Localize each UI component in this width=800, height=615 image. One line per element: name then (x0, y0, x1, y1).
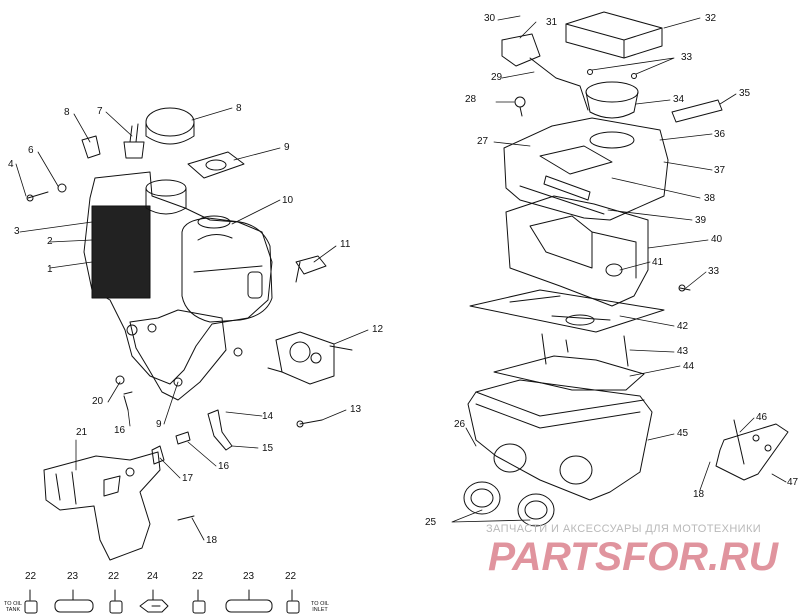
note-to-oil-tank: TO OIL TANK (2, 601, 24, 613)
callout-9-lower: 9 (156, 419, 162, 430)
callout-21: 21 (76, 427, 88, 438)
callout-37: 37 (714, 165, 726, 176)
oil-pump (275, 331, 335, 385)
gasket (187, 151, 245, 179)
callout-24: 24 (147, 571, 159, 582)
callout-22b: 22 (108, 571, 120, 582)
callout-5: 6 (28, 145, 34, 156)
air-silencer-assembly (463, 11, 789, 527)
callout-22a: 22 (25, 571, 37, 582)
callout-42: 42 (677, 321, 689, 332)
callout-43: 43 (677, 346, 689, 357)
callout-28: 28 (465, 94, 477, 105)
callout-32: 32 (705, 13, 717, 24)
callout-35: 35 (739, 88, 751, 99)
note-to-oil-inlet: TO OIL INLET (307, 601, 333, 613)
callout-6: 8 (64, 107, 70, 118)
callout-7: 7 (97, 106, 103, 117)
filler-cap (145, 107, 195, 137)
callout-39: 39 (695, 215, 707, 226)
callout-46: 46 (756, 412, 768, 423)
callout-16a: 16 (114, 425, 126, 436)
airbox-cover (503, 117, 669, 221)
callout-38: 38 (704, 193, 716, 204)
callout-23a: 23 (67, 571, 79, 582)
support-bracket (43, 451, 195, 561)
note-to-oil-tank-line1: TO OIL (4, 601, 22, 607)
callout-41: 41 (652, 257, 664, 268)
intake-boot (463, 481, 501, 515)
watermark-logo: PARTSFOR.RU (488, 535, 779, 578)
callout-14: 14 (262, 411, 274, 422)
oil-tank-assembly (26, 107, 353, 465)
foam-block (565, 11, 663, 59)
watermark-tagline: ЗАПЧАСТИ И АКСЕССУАРЫ ДЛЯ МОТОТЕХНИКИ (486, 523, 762, 535)
callout-11: 11 (340, 239, 351, 250)
callout-3: 3 (14, 226, 20, 237)
callout-33-top: 33 (681, 52, 693, 63)
note-to-oil-tank-line2: TANK (5, 607, 21, 613)
callout-13: 13 (350, 404, 362, 415)
reservoir-bottle (181, 217, 273, 323)
intake-boot (517, 493, 555, 527)
airbox-lower (505, 195, 649, 307)
callout-34: 34 (673, 94, 685, 105)
callout-8: 8 (236, 103, 242, 114)
note-to-oil-inlet-line1: TO OIL (311, 601, 329, 607)
bolt (27, 191, 49, 199)
level-sensor (123, 141, 145, 159)
callout-26: 26 (454, 419, 466, 430)
callout-18a: 18 (206, 535, 218, 546)
callout-25: 25 (425, 517, 437, 528)
callout-4: 4 (8, 159, 14, 170)
callout-12: 12 (372, 324, 384, 335)
callout-15: 15 (262, 443, 274, 454)
note-to-oil-inlet-line2: INLET (312, 607, 328, 613)
callout-30: 30 (484, 13, 496, 24)
svg-text:PARTSFOR.RU: PARTSFOR.RU (488, 535, 779, 578)
hose-kit (24, 589, 300, 614)
callout-17: 17 (182, 473, 194, 484)
washer (57, 183, 67, 193)
fitting (295, 255, 327, 275)
callout-22c: 22 (192, 571, 204, 582)
callout-40: 40 (711, 234, 723, 245)
callout-29: 29 (491, 72, 503, 83)
callout-9: 9 (284, 142, 290, 153)
banjo-fitting (207, 409, 233, 451)
callout-36: 36 (714, 129, 726, 140)
callout-20: 20 (92, 396, 104, 407)
callout-44: 44 (683, 361, 695, 372)
callout-1: 1 (47, 264, 53, 275)
callout-18b: 18 (693, 489, 705, 500)
callout-45: 45 (677, 428, 689, 439)
callout-2: 2 (47, 236, 53, 247)
airbox-base (467, 379, 653, 501)
callout-27: 27 (477, 136, 489, 147)
wire-clip (81, 135, 101, 159)
callout-22d: 22 (285, 571, 297, 582)
gasket-plate (469, 289, 665, 333)
callout-47: 47 (787, 477, 799, 488)
tank-grille (91, 205, 151, 299)
callout-16b: 16 (218, 461, 230, 472)
callout-33-lower: 33 (708, 266, 720, 277)
callout-10: 10 (282, 195, 294, 206)
leader-lines (15, 15, 787, 541)
callout-31: 31 (546, 17, 558, 28)
callout-23b: 23 (243, 571, 255, 582)
